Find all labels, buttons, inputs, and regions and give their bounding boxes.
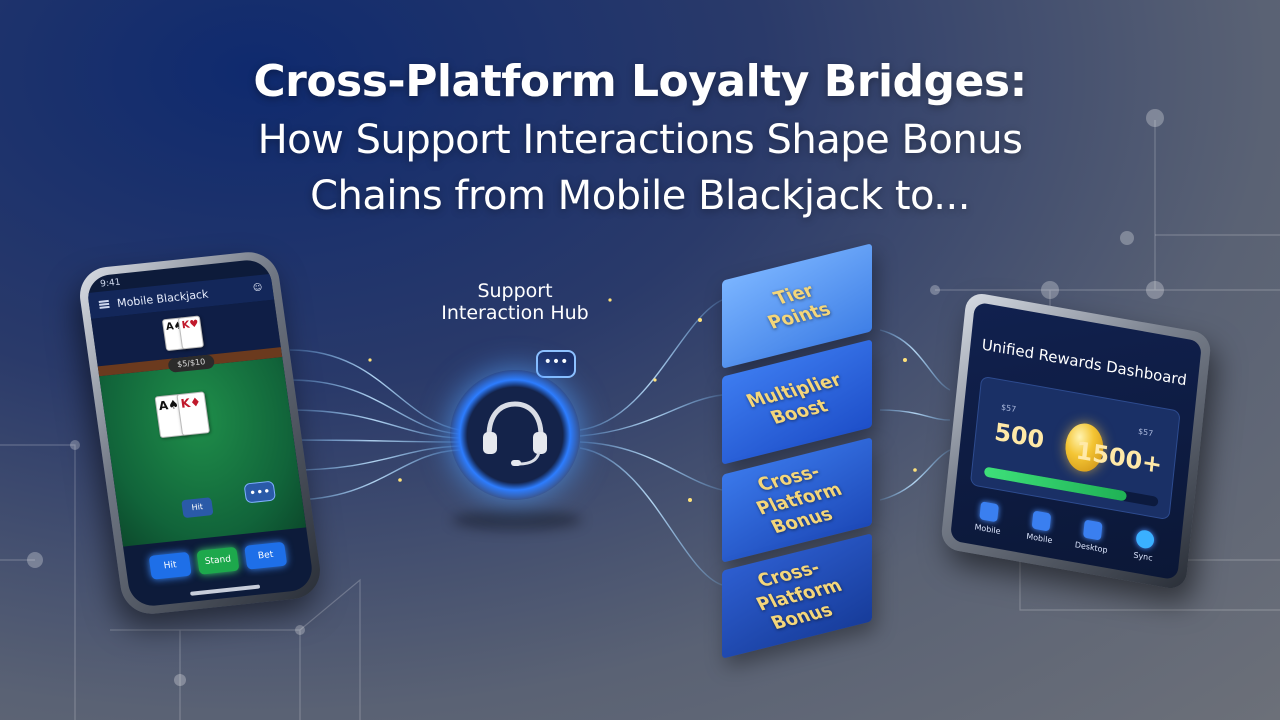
chat-bubble-icon: ••• [536, 350, 576, 378]
rewards-panel: $57 $57 500 1500+ [969, 375, 1181, 521]
title-line-3: Chains from Mobile Blackjack to... [310, 173, 970, 219]
tablet-screen: Unified Rewards Dashboard $57 $57 500 15… [949, 301, 1203, 581]
small-value-right: $57 [1137, 426, 1154, 439]
platform-sync[interactable]: Sync [1121, 526, 1168, 564]
table-hit-button[interactable]: Hit [181, 497, 214, 519]
phone-screen: 9:41 Mobile Blackjack ☺ A♠ K♥ $5/$10 A♠ … [85, 258, 315, 608]
playing-card-icon: K♥ [177, 315, 205, 350]
platform-mobile-2[interactable]: Mobile [1017, 508, 1064, 546]
sync-icon [1135, 528, 1155, 550]
platform-label: Sync [1133, 550, 1154, 563]
tablet-icon [1031, 510, 1052, 532]
hub-shadow [452, 510, 582, 530]
title-line-2: How Support Interactions Shape Bonus [257, 117, 1023, 163]
hit-button[interactable]: Hit [148, 551, 192, 580]
tablet-device: Unified Rewards Dashboard $57 $57 500 15… [940, 291, 1212, 591]
platform-label: Mobile [974, 522, 1001, 536]
phone-icon [979, 501, 1000, 523]
title-line-1: Cross-Platform Loyalty Bridges: [253, 56, 1027, 107]
user-icon[interactable]: ☺ [252, 282, 264, 294]
chat-icon[interactable]: ••• [243, 480, 277, 504]
points-value: 500 [993, 417, 1046, 455]
player-cards: A♠ K♦ [154, 391, 211, 439]
platform-desktop[interactable]: Desktop [1069, 517, 1116, 555]
playing-card-icon: K♦ [176, 391, 211, 436]
title-block: Cross-Platform Loyalty Bridges: How Supp… [0, 52, 1280, 224]
headset-icon [483, 401, 547, 466]
home-indicator [190, 584, 261, 596]
menu-icon[interactable] [98, 299, 110, 309]
platform-label: Desktop [1074, 540, 1108, 555]
bonus-value: 1500+ [1074, 436, 1164, 480]
rewards-progress-fill [983, 466, 1128, 502]
platform-mobile[interactable]: Mobile [965, 499, 1012, 537]
platform-label: Mobile [1025, 531, 1053, 546]
blackjack-table: $5/$10 A♠ K♦ Hit ••• [97, 347, 307, 547]
hub-label: Support Interaction Hub [441, 280, 589, 324]
small-value-left: $57 [1000, 402, 1017, 415]
support-hub[interactable] [450, 370, 580, 500]
stand-button[interactable]: Stand [196, 546, 240, 575]
desktop-icon [1083, 519, 1103, 541]
bet-button[interactable]: Bet [244, 541, 288, 570]
